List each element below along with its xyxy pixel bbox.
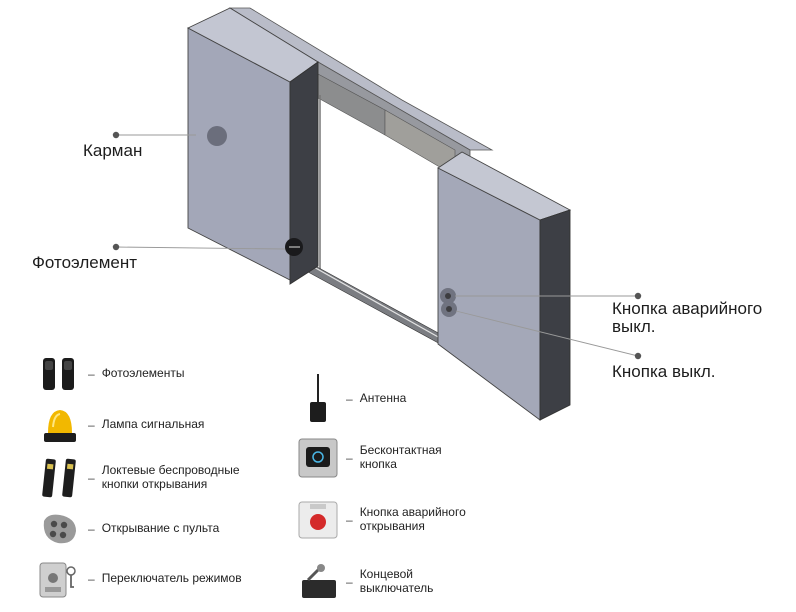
limit-switch-icon: [302, 564, 336, 598]
off-button-label: Кнопка выкл.: [612, 362, 716, 381]
legend-item-contactless-button: – Бесконтактная кнопка: [296, 436, 455, 480]
legend-item-signal-lamp: – Лампа сигнальная: [38, 403, 204, 447]
antenna-icon: [310, 374, 326, 422]
legend-label: Антенна: [359, 391, 407, 406]
legend-label: Лампа сигнальная: [101, 417, 205, 432]
legend-label: Локтевые беспроводные кнопки открывания: [101, 463, 240, 491]
photo-element-label: Фотоэлемент: [32, 253, 138, 272]
legend-item-emergency-open-button: – Кнопка аварийного открывания: [296, 498, 475, 542]
signal-lamp-icon: [44, 410, 76, 442]
pocket-marker: [207, 126, 227, 146]
leader-lines: [112, 131, 642, 360]
legend-label: Бесконтактная кнопка: [359, 443, 442, 471]
legend-item-remote-control: – Открывание с пульта: [38, 507, 219, 551]
door-right-side: [539, 209, 571, 421]
legend-item-elbow-buttons: – Локтевые беспроводные кнопки открывани…: [38, 456, 262, 500]
legend-item-photocells: – Фотоэлементы: [38, 352, 184, 396]
contactless-button-icon: [298, 438, 338, 478]
pocket-left-side: [289, 61, 319, 285]
emergency-open-button-icon: [298, 501, 338, 539]
legend-item-mode-switch: – Переключатель режимов: [38, 557, 242, 601]
legend-label: Концевой выключатель: [359, 567, 434, 595]
mode-switch-icon: [39, 562, 76, 598]
pocket-label: Карман: [83, 141, 143, 160]
remote-control-icon: [43, 514, 76, 544]
elbow-buttons-icon: [42, 458, 76, 498]
photocells-icon: [43, 358, 74, 390]
legend-label: Открывание с пульта: [101, 521, 220, 536]
legend-label: Кнопка аварийного открывания: [359, 505, 466, 533]
emergency-button-label: Кнопка аварийного выкл.: [612, 299, 763, 336]
legend-label: Переключатель режимов: [101, 571, 242, 586]
legend-item-limit-switch: – Концевой выключатель: [296, 560, 450, 604]
legend-item-antenna: – Антенна: [296, 372, 406, 426]
legend-label: Фотоэлементы: [101, 366, 185, 381]
